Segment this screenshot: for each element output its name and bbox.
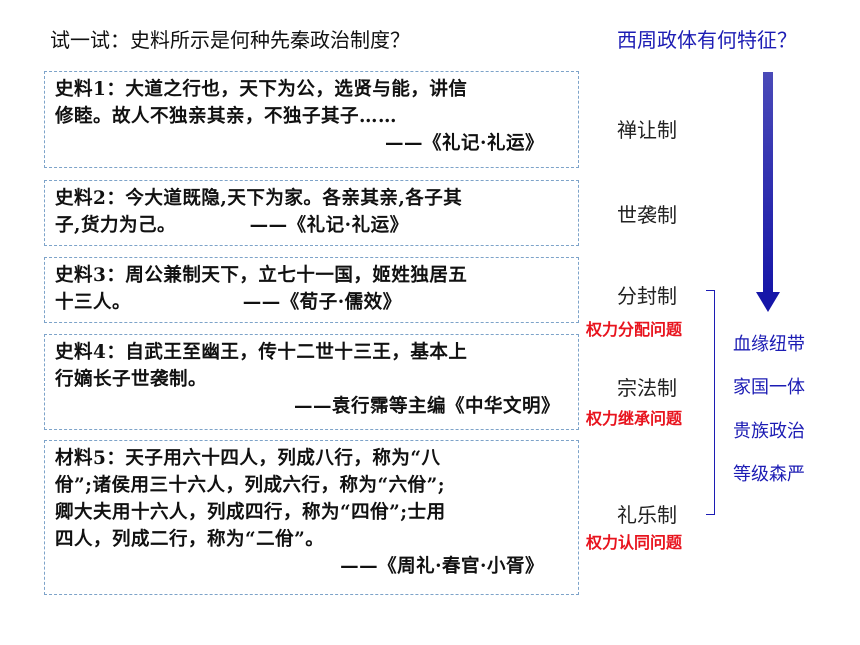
material-box-3: 史料3：周公兼制天下，立七十一国，姬姓独居五 十三人。 ——《荀子·儒效》 bbox=[44, 257, 579, 323]
material-3-line-1: 史料3：周公兼制天下，立七十一国，姬姓独居五 bbox=[55, 265, 468, 286]
issue-label-distribution: 权力分配问题 bbox=[586, 320, 683, 339]
material-5-line-2: 佾”;诸侯用三十六人，列成六行，称为“六佾”; bbox=[55, 475, 446, 496]
system-label-shixi: 世袭制 bbox=[617, 203, 677, 227]
system-label-zongfa: 宗法制 bbox=[617, 376, 677, 400]
down-arrow-head-icon bbox=[756, 292, 780, 312]
material-4-citation: ——袁行霈等主编《中华文明》 bbox=[293, 396, 560, 417]
page-title: 试一试：史料所示是何种先秦政治制度？ bbox=[50, 28, 410, 52]
material-box-1: 史料1：大道之行也，天下为公，选贤与能，讲信 修睦。故人不独亲其亲，不独子其子…… bbox=[44, 71, 579, 168]
material-box-5: 材料5：天子用六十四人，列成八行，称为“八 佾”;诸侯用三十六人，列成六行，称为… bbox=[44, 440, 579, 595]
system-label-liyue: 礼乐制 bbox=[617, 503, 677, 527]
material-5-line-1: 材料5：天子用六十四人，列成八行，称为“八 bbox=[55, 448, 441, 469]
feature-hierarchy: 等级森严 bbox=[733, 464, 805, 485]
material-3-line-2: 十三人。 ——《荀子·儒效》 bbox=[55, 292, 402, 313]
feature-aristocracy: 贵族政治 bbox=[733, 421, 805, 442]
question-title: 西周政体有何特征？ bbox=[617, 28, 797, 52]
material-1-line-1: 史料1：大道之行也，天下为公，选贤与能，讲信 bbox=[55, 79, 468, 100]
issue-label-succession: 权力继承问题 bbox=[586, 409, 683, 428]
material-box-2: 史料2：今大道既隐,天下为家。各亲其亲,各子其 子,货力为己。 ——《礼记·礼运… bbox=[44, 180, 579, 246]
feature-family-state: 家国一体 bbox=[733, 377, 805, 398]
material-5-citation: ——《周礼·春官·小胥》 bbox=[340, 556, 544, 577]
material-2-line-1: 史料2：今大道既隐,天下为家。各亲其亲,各子其 bbox=[55, 188, 463, 209]
material-4-line-1: 史料4：自武王至幽王，传十二世十三王，基本上 bbox=[55, 342, 468, 363]
material-5-line-3: 卿大夫用十六人，列成四行，称为“四佾”;士用 bbox=[55, 502, 446, 523]
material-4-line-2: 行嫡长子世袭制。 bbox=[55, 369, 208, 390]
issue-label-recognition: 权力认同问题 bbox=[586, 533, 683, 552]
system-label-shanrang: 禅让制 bbox=[617, 118, 677, 142]
system-label-fenfeng: 分封制 bbox=[617, 284, 677, 308]
down-arrow-icon bbox=[763, 72, 773, 294]
grouping-bracket bbox=[706, 290, 715, 515]
feature-kinship: 血缘纽带 bbox=[733, 334, 805, 355]
material-1-line-2: 修睦。故人不独亲其亲，不独子其子…… bbox=[55, 106, 398, 127]
material-2-line-2: 子,货力为己。 ——《礼记·礼运》 bbox=[55, 215, 409, 236]
material-1-citation: ——《礼记·礼运》 bbox=[385, 133, 544, 154]
material-5-line-4: 四人，列成二行，称为“二佾”。 bbox=[55, 529, 325, 550]
material-box-4: 史料4：自武王至幽王，传十二世十三王，基本上 行嫡长子世袭制。 ——袁行霈等主编… bbox=[44, 334, 579, 430]
